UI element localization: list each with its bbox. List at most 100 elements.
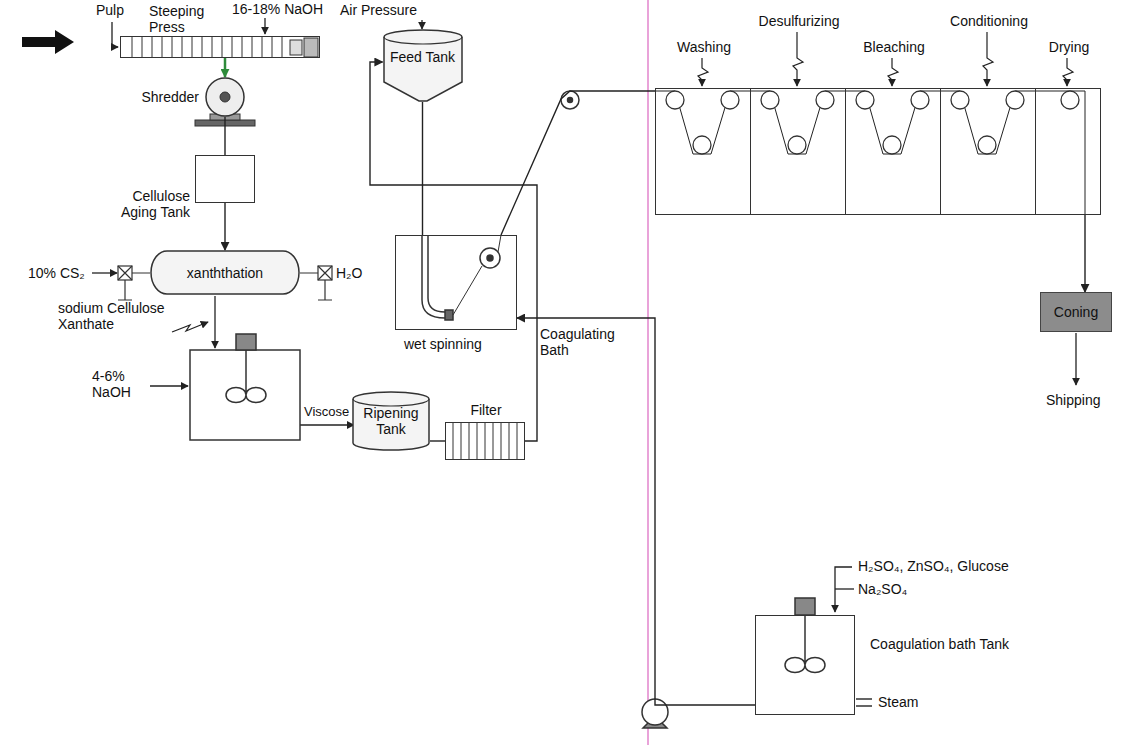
flow-connector (224, 58, 227, 77)
press-rollers (304, 38, 318, 57)
press-rollers (192, 37, 193, 57)
node-label: Filter (446, 402, 526, 418)
annotation-label: sodium Cellulose Xanthate (58, 300, 180, 332)
guide-roller (666, 91, 1079, 154)
input-line (835, 588, 854, 589)
input-line (92, 18, 1076, 612)
guide-roller (911, 91, 929, 109)
vessel-node: xanththation (150, 250, 300, 295)
process-box: Drying (1035, 88, 1101, 215)
press-rollers (252, 37, 253, 57)
press-rollers (232, 37, 233, 57)
node-label: Shredder (135, 89, 199, 105)
guide-roller (883, 136, 901, 154)
press-rollers (202, 37, 203, 57)
node-label: Cellulose Aging Tank (100, 188, 190, 220)
bath-mixer (856, 699, 872, 706)
node-label: Coagulation bath Tank (870, 636, 1040, 652)
zigzag-arrow (983, 32, 993, 86)
spinneret (422, 91, 579, 320)
guide-roller (693, 136, 711, 154)
scan-line (647, 0, 649, 745)
process-box: Shredder (205, 77, 245, 117)
fiber-thread (655, 91, 1085, 215)
guide-roller (1006, 91, 1024, 109)
valve (118, 266, 150, 300)
input-line (421, 20, 422, 29)
flow-connector (422, 102, 423, 235)
filter-plates (453, 423, 454, 459)
node-label: Drying (1036, 39, 1102, 55)
annotation-label: Shipping (1046, 392, 1101, 408)
process-box: Coning (1040, 292, 1112, 332)
mixing-tank (190, 334, 300, 440)
node-outline (205, 77, 245, 117)
guide-roller (816, 91, 834, 109)
guide-roller (1061, 91, 1079, 109)
zigzag-arrow (888, 58, 898, 86)
flow-connector (1084, 215, 1085, 292)
press-rollers (262, 37, 263, 57)
flow-connector (430, 440, 445, 441)
filter-plates (477, 423, 478, 459)
node-label: Washing (656, 39, 752, 55)
flow-connector (224, 203, 225, 250)
input-line (112, 22, 118, 47)
annotation-label: Air Pressure (340, 2, 417, 18)
process-box: Coagulation bath Tank (755, 615, 855, 715)
process-box: wet spinning (395, 235, 517, 330)
node-label: xanththation (187, 265, 263, 281)
feed-arrow (22, 30, 74, 54)
spinneret (422, 235, 445, 318)
filter-plates (493, 423, 494, 459)
zigzag-arrow (1063, 58, 1073, 86)
node-label: Steeping Press (149, 3, 221, 35)
input-line (1075, 333, 1076, 385)
spinneret (568, 98, 573, 103)
annotation-label: 10% CS₂ (28, 265, 85, 281)
node-label: Bleaching (846, 39, 942, 55)
filter-plates (485, 423, 486, 459)
zigzag-arrow (172, 322, 208, 332)
process-box: Cellulose Aging Tank (195, 155, 255, 203)
press-rollers (142, 37, 143, 57)
filter-plates (453, 423, 517, 459)
press-rollers (152, 37, 153, 57)
annotation-label: 4-6% NaOH (92, 368, 148, 400)
filter-plates (517, 423, 518, 459)
node-label: Ripening Tank (359, 405, 423, 437)
feed-arrow (22, 30, 74, 54)
press-rollers (162, 37, 163, 57)
filter-plates (461, 423, 462, 459)
press-rollers (222, 37, 223, 57)
process-box: Conditioning (940, 88, 1036, 215)
mixing-tank (236, 334, 256, 350)
guide-roller (721, 91, 739, 109)
annotation-label: H₂SO₄, ZnSO₄, Glucose (858, 558, 1009, 574)
spinneret (428, 235, 445, 312)
node-label: Feed Tank (390, 49, 455, 65)
annotation-label: H₂O (336, 265, 362, 281)
press-rollers (242, 37, 243, 57)
node-label: Coning (1054, 304, 1098, 320)
zigzag-arrow (698, 58, 708, 86)
annotation-label: 16-18% NaOH (232, 1, 323, 17)
press-rollers (132, 37, 318, 57)
node-label: Conditioning (937, 13, 1041, 29)
spinneret (453, 266, 482, 315)
spinneret (498, 235, 501, 252)
guide-roller (761, 91, 779, 109)
guide-roller (951, 91, 969, 109)
input-line (214, 296, 215, 348)
annotation-label: Na₂SO₄ (858, 581, 907, 597)
guide-roller (978, 136, 996, 154)
input-line (92, 272, 117, 273)
input-line (150, 385, 188, 386)
filter-plates (509, 423, 510, 459)
spinneret (487, 255, 493, 261)
node-outline (383, 30, 463, 102)
process-box: Steeping Press (120, 36, 320, 58)
